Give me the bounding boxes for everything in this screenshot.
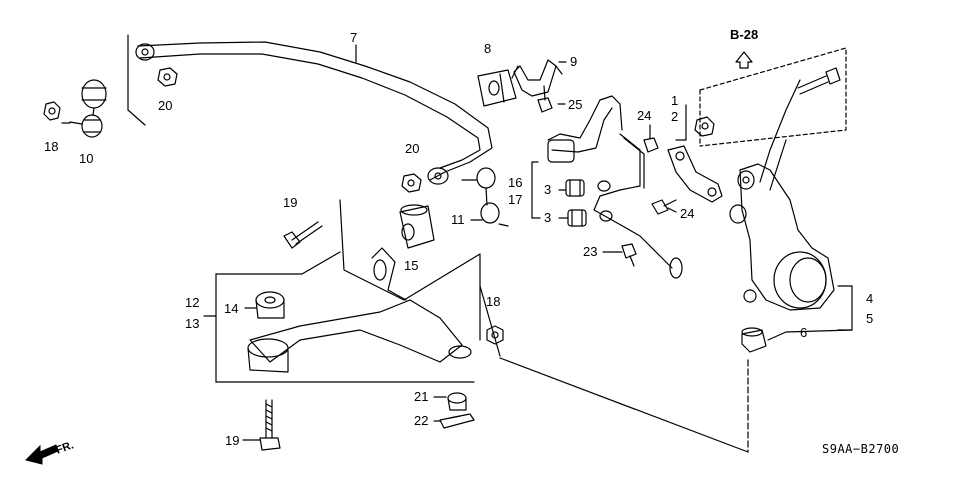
up-arrow — [735, 51, 753, 69]
dashed-region — [699, 47, 847, 147]
leader-diagonal — [499, 357, 749, 453]
callout-12: 12 — [185, 295, 200, 310]
callout-14: 14 — [224, 301, 239, 316]
callout-24-lower: 24 — [680, 206, 695, 221]
callout-20-top: 20 — [158, 98, 173, 113]
steering-knuckle — [729, 79, 835, 311]
bolt-19-bottom — [259, 399, 281, 451]
bolt-24-lower — [651, 199, 677, 215]
callout-5: 5 — [866, 311, 874, 326]
bolt-top-right — [797, 67, 841, 95]
callout-9: 9 — [570, 54, 578, 69]
callout-16: 16 — [508, 175, 523, 190]
clip-3-upper — [565, 179, 585, 197]
callout-8: 8 — [484, 41, 492, 56]
front-arrow — [25, 444, 59, 465]
nut-top-right — [694, 116, 715, 137]
callout-1: 1 — [671, 93, 679, 108]
stabilizer-link-right — [461, 167, 509, 227]
callout-18-right: 18 — [486, 294, 501, 309]
leader-10 — [127, 34, 146, 126]
callout-24-upper: 24 — [637, 108, 652, 123]
callout-15: 15 — [404, 258, 419, 273]
callout-22: 22 — [414, 413, 429, 428]
boot-6 — [741, 327, 767, 353]
nut-18-right — [486, 325, 504, 345]
callout-19-top: 19 — [283, 195, 298, 210]
part-21 — [447, 392, 467, 411]
clip-3-lower — [567, 209, 587, 227]
callout-20-middle: 20 — [405, 141, 420, 156]
section-reference: B-28 — [730, 27, 759, 42]
callout-3-lower: 3 — [544, 210, 552, 225]
abs-sensor-wire — [547, 95, 683, 279]
stabilizer-link-left — [69, 79, 107, 138]
stabilizer-bar — [135, 41, 493, 185]
bushing-15 — [399, 204, 435, 249]
callout-10: 10 — [79, 151, 94, 166]
callout-2: 2 — [671, 109, 679, 124]
callout-25: 25 — [568, 97, 583, 112]
callout-6: 6 — [800, 325, 808, 340]
bracket-1-2 — [667, 145, 723, 203]
bracket-9 — [511, 59, 563, 97]
callout-13: 13 — [185, 316, 200, 331]
diagram-code: S9AA−B2700 — [822, 442, 900, 456]
callout-4: 4 — [866, 291, 874, 306]
nut-20-top — [157, 67, 178, 87]
bolt-24-upper — [643, 124, 659, 153]
callout-19-bottom: 19 — [225, 433, 240, 448]
bolt-25 — [537, 85, 553, 113]
callout-17: 17 — [508, 192, 523, 207]
callout-18-left: 18 — [44, 139, 59, 154]
callout-3-upper: 3 — [544, 182, 552, 197]
callout-21: 21 — [414, 389, 429, 404]
bolt-23 — [621, 243, 637, 267]
callout-7: 7 — [350, 30, 358, 45]
bolt-19-top — [283, 221, 323, 249]
part-22 — [439, 413, 475, 429]
nut-20-middle — [401, 173, 422, 193]
bushing-8 — [477, 69, 517, 107]
leader-16-17 — [531, 161, 541, 219]
nut-18-left — [43, 101, 61, 121]
callout-11: 11 — [451, 212, 465, 227]
leader-4-5 — [837, 285, 853, 331]
lower-arm-box — [215, 273, 475, 383]
bushing-14 — [255, 291, 285, 319]
callout-23: 23 — [583, 244, 598, 259]
lower-arm — [247, 247, 472, 373]
leader-1-2 — [675, 104, 687, 141]
